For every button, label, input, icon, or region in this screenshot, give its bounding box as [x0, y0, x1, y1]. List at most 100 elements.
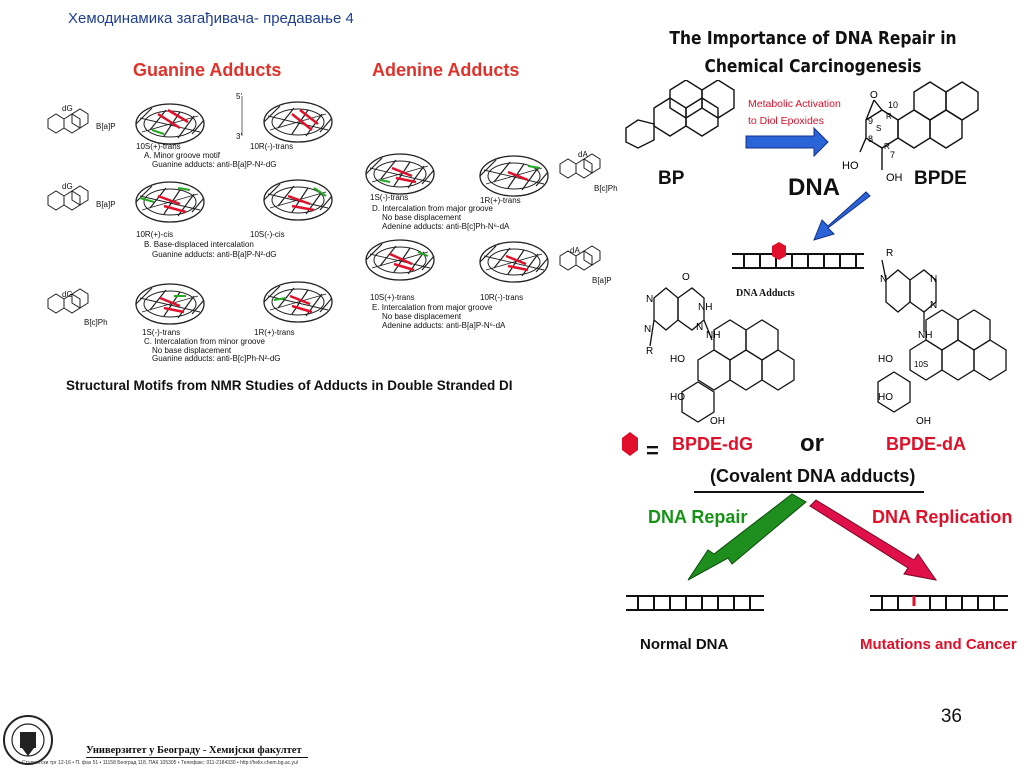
- university-seal-logo: [3, 715, 53, 765]
- dg-nh2-label: NH: [706, 330, 721, 341]
- dg-n-label-1: N: [646, 294, 654, 305]
- dg-ho-label-1: HO: [670, 354, 685, 365]
- guanine-adducts-title: Guanine Adducts: [133, 60, 282, 80]
- panel-d-desc1: D. Intercalation from major groove: [372, 204, 493, 213]
- dg-ho-label-2: HO: [670, 392, 685, 403]
- da-n-label-1: N: [880, 274, 888, 285]
- dna-strand-mutated: [870, 595, 1008, 611]
- bp-structure: [625, 80, 735, 149]
- bpde-c9-label: 9: [868, 116, 874, 126]
- dg-label-2: dG: [62, 182, 73, 191]
- repair-arrow: [687, 493, 807, 581]
- dna-label: DNA: [788, 174, 840, 201]
- bpde-dg-structure: [649, 287, 795, 423]
- university-address: Студентски трг 12-16 • П. фах 51 • 11158…: [22, 760, 299, 766]
- bpde-label: BPDE: [914, 168, 967, 189]
- da-ho-label-1: HO: [878, 354, 893, 365]
- diagram-title-line2: Chemical Carcinogenesis: [704, 56, 922, 77]
- bpde-da-label: BPDE-dA: [886, 434, 966, 454]
- panel-d-desc3: Adenine adducts: anti-B[c]Ph-N⁶-dA: [382, 222, 510, 231]
- da-oh-label: OH: [916, 416, 931, 427]
- panel-a-desc2: Guanine adducts: anti-B[a]P-N²-dG: [152, 160, 277, 169]
- panel-b-desc1: B. Base-displaced intercalation: [144, 240, 254, 249]
- metabolic-label-2: to Diol Epoxides: [748, 115, 824, 127]
- bpde-dg-label: BPDE-dG: [672, 434, 753, 454]
- replication-arrow: [809, 499, 938, 581]
- dg-n-label-3: N: [696, 322, 704, 333]
- da-n-label-2: N: [930, 274, 938, 285]
- panel-c-left-label: 1S(-)-trans: [142, 328, 181, 337]
- bpde-o-label: O: [870, 90, 878, 101]
- metabolic-arrow: [745, 126, 829, 158]
- footer-divider: [86, 757, 308, 758]
- strand-3-label: 3': [236, 132, 242, 141]
- dna-strand-top: [732, 253, 864, 269]
- dg-label-1: dG: [62, 104, 73, 113]
- panel-b-right-label: 10S(-)-cis: [250, 230, 285, 239]
- panel-b-left-label: 10R(+)-cis: [136, 230, 174, 239]
- dna-arrow: [813, 191, 871, 241]
- dg-oh-label: OH: [710, 416, 725, 427]
- bcph-label-1: B[c]Ph: [84, 318, 108, 327]
- university-name: Универзитет у Београду - Хемијски факулт…: [86, 745, 302, 756]
- panel-b-desc2: Guanine adducts: anti-B[a]P-N²-dG: [152, 250, 277, 259]
- bpde-c8-label: 8: [868, 134, 874, 144]
- panel-c-right-label: 1R(+)-trans: [254, 328, 295, 337]
- dna-repair-label: DNA Repair: [648, 507, 748, 527]
- adduct-hexagon: [772, 242, 786, 260]
- panel-e-left-label: 10S(+)-trans: [370, 293, 415, 302]
- bpde-da-structure: [877, 259, 1007, 413]
- panel-d-left-label: 1S(-)-trans: [370, 193, 409, 202]
- panel-a-left-label: 10S(+)-trans: [136, 142, 181, 151]
- panel-e-right-label: 10R(-)-trans: [480, 293, 524, 302]
- da-10s-label: 10S: [914, 360, 929, 369]
- panel-d-right-label: 1R(+)-trans: [480, 196, 521, 205]
- bpde-r1-label: R: [886, 112, 892, 121]
- panel-e-desc3: Adenine adducts: anti-B[a]P-N⁶-dA: [382, 321, 506, 330]
- bpde-oh-label: OH: [886, 172, 903, 184]
- panel-c-desc3: Guanine adducts: anti-B[c]Ph-N²-dG: [152, 354, 281, 363]
- dna-adducts-label: DNA Adducts: [736, 288, 795, 299]
- slide-header: Хемодинамика загађивача- предавање 4: [68, 10, 354, 27]
- da-label-2: dA: [570, 246, 580, 255]
- legend-hexagon: [622, 432, 638, 456]
- nmr-structures-figure: [47, 96, 601, 325]
- bpde-c10-label: 10: [888, 100, 899, 110]
- legend-equals: =: [646, 438, 659, 463]
- mutations-label: Mutations and Cancer: [860, 636, 1017, 653]
- or-label: or: [800, 430, 824, 457]
- bpde-r2-label: R: [884, 142, 890, 151]
- da-ho-label-2: HO: [878, 392, 893, 403]
- dg-nh-label: NH: [698, 302, 713, 313]
- da-label-1: dA: [578, 150, 588, 159]
- dg-n-label-2: N: [644, 324, 652, 335]
- bap-label-2: B[a]P: [96, 200, 116, 209]
- bp-label: BP: [658, 168, 685, 189]
- dna-strand-normal: [626, 595, 764, 611]
- bpde-s-label: S: [876, 124, 882, 133]
- panel-d-desc2: No base displacement: [382, 213, 462, 222]
- dg-r-label: R: [646, 346, 654, 357]
- bap-label-1: B[a]P: [96, 122, 116, 131]
- panel-c-desc1: C. Intercalation from minor groove: [144, 337, 265, 346]
- panel-e-desc2: No base displacement: [382, 312, 462, 321]
- da-nh-label: NH: [918, 330, 933, 341]
- covalent-label: (Covalent DNA adducts): [710, 466, 916, 486]
- normal-dna-label: Normal DNA: [640, 636, 729, 653]
- slide-number: 36: [940, 706, 962, 727]
- diagram-title-line1: The Importance of DNA Repair in: [669, 28, 957, 49]
- da-r-label: R: [886, 248, 894, 259]
- dg-label-3: dG: [62, 290, 73, 299]
- adenine-adducts-title: Adenine Adducts: [372, 60, 520, 80]
- bpde-ho-label: HO: [842, 160, 859, 172]
- figure-caption: Structural Motifs from NMR Studies of Ad…: [66, 378, 513, 393]
- strand-5-label: 5': [236, 92, 242, 101]
- metabolic-label-1: Metabolic Activation: [748, 98, 841, 110]
- dna-replication-label: DNA Replication: [872, 507, 1013, 527]
- bcph-label-2: B[c]Ph: [594, 184, 618, 193]
- da-n-label-3: N: [930, 300, 938, 311]
- panel-a-right-label: 10R(-)-trans: [250, 142, 294, 151]
- panel-c-desc2: No base displacement: [152, 346, 232, 355]
- bpde-structure: [859, 81, 979, 170]
- bap-label-3: B[a]P: [592, 276, 612, 285]
